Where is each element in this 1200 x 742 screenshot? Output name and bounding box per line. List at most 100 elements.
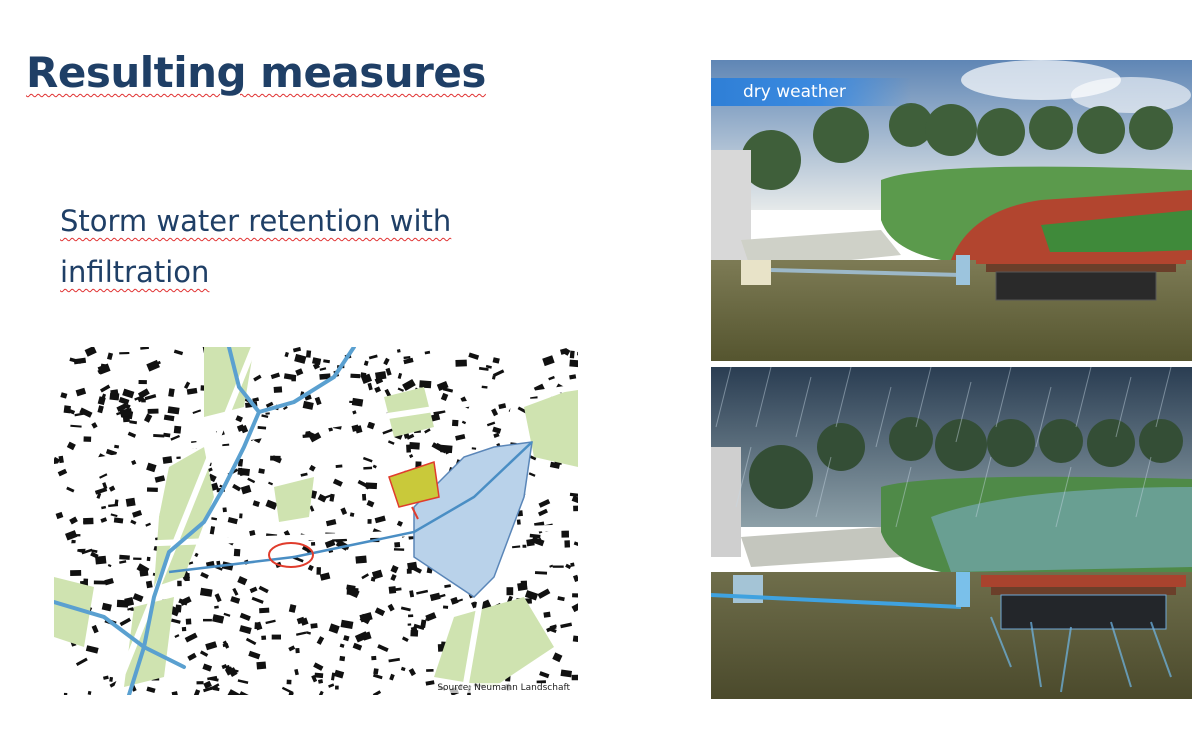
map-building: [296, 631, 307, 636]
map-building: [355, 555, 367, 564]
map-building: [323, 359, 331, 364]
map-building: [311, 541, 316, 546]
map-building: [424, 428, 431, 434]
map-building: [83, 520, 88, 524]
map-building: [491, 408, 499, 417]
map-building: [261, 635, 267, 640]
map-building: [258, 585, 269, 594]
map-building: [294, 353, 307, 364]
map-building: [79, 407, 93, 418]
map-building: [261, 414, 269, 419]
map-building: [319, 572, 331, 581]
map-building: [539, 671, 550, 679]
map-building: [171, 691, 179, 695]
map-building: [118, 396, 130, 406]
map-building: [119, 351, 130, 355]
map-building: [436, 381, 449, 392]
map-building: [295, 368, 304, 376]
map-building: [122, 388, 135, 399]
map-building: [339, 655, 346, 662]
map-building: [196, 681, 204, 685]
map-building: [373, 668, 379, 675]
map-building: [145, 522, 151, 527]
map-building: [536, 537, 542, 542]
map-building: [223, 612, 231, 617]
map-building: [187, 652, 197, 661]
map-building: [173, 349, 184, 356]
map-building: [65, 530, 78, 541]
map-building: [154, 475, 166, 483]
map-building: [410, 629, 419, 637]
map-building: [395, 587, 402, 591]
map-building: [492, 357, 500, 364]
map-building: [127, 607, 134, 611]
map-building: [363, 360, 369, 366]
map-building: [110, 513, 118, 518]
map-building: [569, 492, 578, 498]
retention-area: [413, 441, 533, 598]
map-building: [109, 676, 114, 682]
map-building: [186, 387, 198, 395]
map-building: [146, 556, 151, 562]
map-building: [94, 487, 108, 495]
map-building: [70, 570, 82, 576]
map-building: [349, 512, 355, 517]
map-building: [307, 564, 314, 572]
map-building: [101, 505, 107, 510]
map-building: [114, 444, 120, 449]
rain-illustration: [711, 367, 1192, 699]
map-building: [236, 424, 245, 432]
map-building: [252, 500, 260, 507]
map-building: [93, 580, 106, 585]
map-building: [529, 533, 541, 539]
map-building: [377, 644, 389, 653]
map-building: [426, 669, 434, 672]
map-building: [145, 580, 153, 589]
map-building: [271, 455, 282, 464]
map-building: [99, 473, 108, 479]
map-building: [542, 355, 555, 367]
map-building: [163, 414, 175, 422]
map-building: [167, 406, 180, 415]
map-building: [57, 468, 68, 477]
map-building: [360, 372, 367, 379]
map-building: [361, 573, 370, 580]
map-building: [222, 640, 230, 649]
map-building: [569, 350, 575, 359]
map-building: [239, 513, 243, 519]
map-building: [425, 680, 435, 686]
map-building: [552, 652, 563, 663]
map-building: [174, 634, 180, 638]
map-building: [66, 408, 76, 415]
map-building: [75, 657, 88, 667]
map-building: [119, 408, 133, 418]
map-building: [408, 668, 416, 677]
map-building: [318, 690, 324, 695]
map-building: [570, 562, 575, 567]
map-building: [374, 371, 387, 381]
map-building: [199, 650, 209, 657]
map-building: [119, 554, 130, 560]
map-building: [270, 372, 281, 380]
map-building: [131, 510, 143, 518]
map-building: [359, 613, 372, 625]
map-building: [144, 394, 157, 401]
map-building: [139, 570, 149, 577]
map-building: [572, 635, 578, 643]
map-building: [253, 374, 262, 382]
map-building: [560, 622, 573, 629]
map-building: [85, 645, 99, 654]
map-building: [335, 685, 339, 690]
map-building: [129, 420, 138, 425]
map-building: [328, 683, 335, 688]
map-building: [179, 596, 192, 606]
map-building: [328, 623, 340, 634]
map-building: [517, 582, 528, 592]
map-building: [352, 642, 363, 651]
map-building: [173, 425, 182, 434]
map-building: [127, 431, 137, 438]
map-building: [107, 564, 112, 568]
map-building: [116, 599, 129, 608]
map-building: [91, 422, 98, 429]
map-building: [319, 373, 331, 380]
